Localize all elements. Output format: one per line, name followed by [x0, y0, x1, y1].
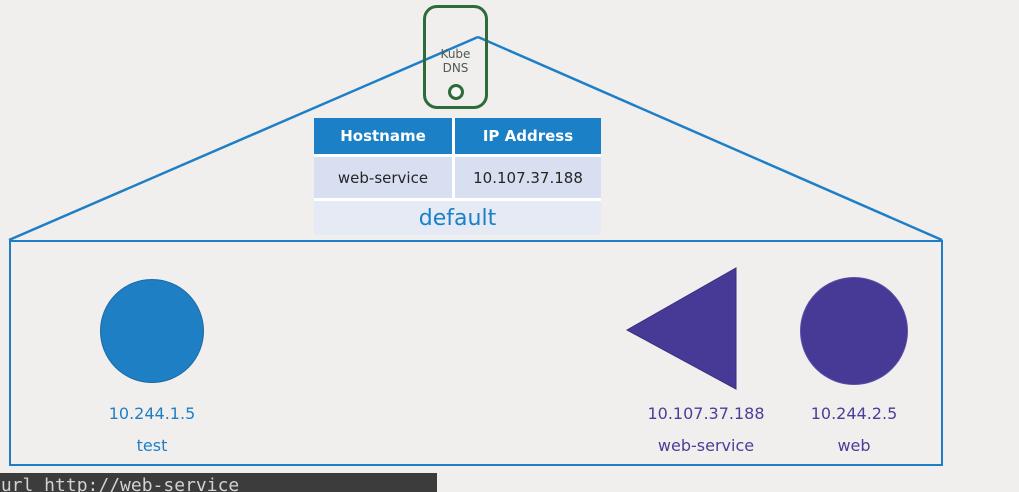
kube-dns-label: Kube DNS: [426, 47, 485, 75]
dns-left-connector-line: [8, 35, 479, 242]
kube-dns-label-line1: Kube: [440, 47, 471, 61]
pod-test-ip-label: 10.244.1.5: [108, 404, 196, 423]
pod-test-name-label: test: [136, 436, 168, 455]
table-cell-hostname: web-service: [314, 157, 452, 198]
service-web-service-name-label: web-service: [657, 436, 755, 455]
service-web-service-triangle: [625, 267, 737, 390]
table-cell-ip-address: 10.107.37.188: [455, 157, 601, 198]
terminal-command-text: curl http://web-service: [0, 475, 240, 492]
table-header-ip-address: IP Address: [455, 118, 601, 154]
pod-test-circle: [100, 279, 204, 383]
table-namespace-cell: default: [314, 201, 601, 235]
table-header-hostname: Hostname: [314, 118, 452, 154]
kube-dns-label-line2: DNS: [442, 61, 469, 75]
kube-dns-node: Kube DNS: [423, 5, 488, 109]
service-web-service-ip-label: 10.107.37.188: [647, 404, 765, 423]
dns-records-table: Hostname IP Address web-service 10.107.3…: [314, 118, 601, 235]
kube-dns-port-icon: [447, 84, 464, 100]
pod-web-circle: [800, 277, 908, 385]
dns-right-connector-line: [477, 35, 943, 242]
terminal-window[interactable]: curl http://web-service: [0, 473, 437, 492]
node-boundary-box: [9, 240, 943, 466]
pod-web-ip-label: 10.244.2.5: [810, 404, 898, 423]
pod-web-name-label: web: [837, 436, 871, 455]
